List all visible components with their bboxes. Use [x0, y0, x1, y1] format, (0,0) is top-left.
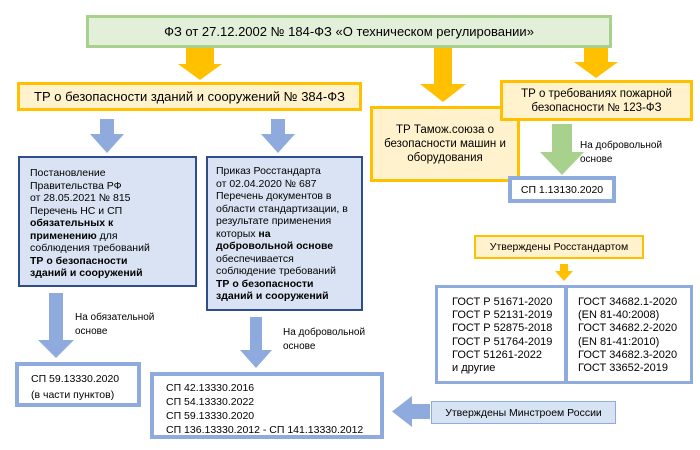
label-voluntary-mid-2: основе [283, 341, 316, 352]
sp-mandatory-line-1: СП 59.13330.2020 [31, 373, 120, 385]
decree-line-9: зданий и сооружений [30, 267, 187, 280]
arrow-law-to-customs [420, 48, 466, 102]
gost-left-item: ГОСТ Р 52131-2019 [452, 309, 553, 322]
decree-line-6: применению для [30, 230, 187, 243]
decree-line-5: обязательных к [30, 217, 187, 230]
label-voluntary-mid: На добровольной основе [283, 326, 365, 354]
tr-fire-box: ТР о требованиях пожарной безопасности №… [500, 80, 693, 121]
decree-mandatory-1: обязательных к [30, 217, 114, 229]
label-mandatory-2: основе [75, 326, 108, 337]
tr-buildings-title: ТР о безопасности зданий и сооружений № … [34, 88, 345, 104]
gost-left-item: и другие [452, 362, 496, 375]
sp-fire-title: СП 1.13130.2020 [520, 183, 604, 196]
label-voluntary-fire-2: основе [580, 154, 613, 165]
label-voluntary-fire: На добровольной основе [580, 139, 662, 167]
sp-voluntary-item: СП 54.13330.2022 [166, 396, 255, 408]
label-mandatory-1: На обязательной [75, 312, 155, 323]
arrow-buildings-to-decree [90, 119, 124, 153]
arrow-decree-to-sp [38, 293, 74, 358]
gost-right-item: ГОСТ 33652-2019 [578, 362, 668, 375]
order-line-4: области стандартизации, в [216, 202, 348, 215]
sp-voluntary-box: СП 42.13330.2016 СП 54.13330.2022 СП 59.… [150, 372, 384, 439]
rosstandart-label-box: Утверждены Росстандартом [474, 235, 644, 259]
decree-line-3: от 28.05.2021 № 815 [30, 192, 131, 204]
order-line-5: результате применения [216, 215, 332, 227]
law-title: ФЗ от 27.12.2002 № 184-ФЗ «О техническом… [164, 23, 534, 39]
decree-line-7: соблюдения требований [30, 242, 150, 254]
law-box: ФЗ от 27.12.2002 № 184-ФЗ «О техническом… [86, 15, 612, 48]
arrow-buildings-to-order [261, 119, 295, 153]
arrow-fire-to-sp [540, 124, 584, 175]
decree-mandatory-2: применению [30, 229, 97, 242]
order-line-6-start: которых [216, 227, 259, 240]
gost-right-item: ГОСТ 34682.3-2020 [578, 348, 678, 361]
order-line-6-bold: на [258, 227, 271, 240]
decree-line-4: Перечень НС и СП [30, 204, 123, 217]
order-line-1: Приказ Росстандарта [216, 165, 321, 177]
minstroy-label: Утверждены Минстроем России [445, 406, 602, 419]
sp-voluntary-item: СП 59.13330.2020 [166, 410, 255, 422]
gost-right-item: ГОСТ 34682.2-2020 [578, 322, 678, 335]
arrow-order-to-sp [240, 317, 272, 368]
tr-customs-box: ТР Тамож.союза о безопасности машин и об… [370, 106, 520, 182]
order-line-2: от 02.04.2020 № 687 [216, 177, 317, 190]
sp-mandatory-line-2: (в части пунктов) [31, 389, 115, 401]
sp-voluntary-item: СП 42.13330.2016 [166, 382, 255, 394]
decree-box: Постановление Правительства РФ от 28.05.… [18, 156, 197, 287]
gost-divider [564, 288, 568, 381]
gost-left-column: ГОСТ Р 51671-2020 ГОСТ Р 52131-2019 ГОСТ… [452, 296, 552, 375]
order-line-3: Перечень документов в [216, 190, 332, 202]
sp-mandatory-box: СП 59.13330.2020 (в части пунктов) [15, 362, 141, 407]
label-mandatory: На обязательной основе [75, 311, 154, 339]
order-tr-2: зданий и сооружений [216, 290, 329, 302]
sp-voluntary-item: СП 136.13330.2012 - СП 141.13330.2012 [166, 424, 364, 436]
decree-line-2: Правительства РФ [30, 179, 122, 192]
tr-customs-title: ТР Тамож.союза о безопасности машин и об… [384, 124, 506, 164]
gost-left-item: ГОСТ 51261-2022 [452, 348, 542, 361]
tr-buildings-box: ТР о безопасности зданий и сооружений № … [17, 82, 362, 111]
arrow-minstroy-to-sp [392, 396, 430, 427]
gost-right-item: (EN 81-40:2008) [578, 309, 660, 322]
order-line-6: которых на [216, 228, 357, 241]
order-voluntary: добровольной основе [216, 240, 334, 252]
rosstandart-label: Утверждены Росстандартом [489, 241, 629, 253]
arrow-rosstandart-to-gost [555, 264, 573, 281]
order-line-9: соблюдение требований [216, 265, 336, 277]
decree-tr-2: зданий и сооружений [30, 267, 143, 279]
order-line-11: зданий и сооружений [216, 290, 357, 303]
decree-line-1: Постановление [30, 167, 106, 179]
decree-line-6-rest: для [96, 229, 118, 242]
order-line-10: ТР о безопасности [216, 278, 357, 291]
decree-line-8: ТР о безопасности [30, 255, 187, 268]
sp-fire-box: СП 1.13130.2020 [508, 176, 616, 203]
gost-left-item: ГОСТ Р 51764-2019 [452, 335, 553, 348]
order-box: Приказ Росстандарта от 02.04.2020 № 687 … [206, 156, 363, 311]
gost-right-item: ГОСТ 34682.1-2020 [578, 296, 678, 308]
gost-right-item: (EN 81-41:2010) [578, 335, 660, 348]
gost-left-item: ГОСТ Р 51671-2020 [452, 296, 553, 308]
minstroy-label-box: Утверждены Минстроем России [431, 401, 616, 424]
gost-left-item: ГОСТ Р 52875-2018 [452, 322, 553, 335]
gost-right-column: ГОСТ 34682.1-2020 (EN 81-40:2008) ГОСТ 3… [578, 296, 677, 375]
order-line-8: обеспечивается [216, 252, 294, 265]
tr-fire-title: ТР о требованиях пожарной безопасности №… [521, 87, 672, 114]
gost-box: ГОСТ Р 51671-2020 ГОСТ Р 52131-2019 ГОСТ… [435, 285, 693, 384]
decree-tr-1: ТР о безопасности [30, 254, 128, 267]
order-line-7: добровольной основе [216, 240, 357, 253]
arrow-law-to-fire [574, 48, 618, 78]
arrow-law-to-buildings [178, 48, 222, 80]
order-tr-1: ТР о безопасности [216, 277, 314, 290]
label-voluntary-fire-1: На добровольной [580, 140, 663, 151]
label-voluntary-mid-1: На добровольной [283, 327, 366, 338]
